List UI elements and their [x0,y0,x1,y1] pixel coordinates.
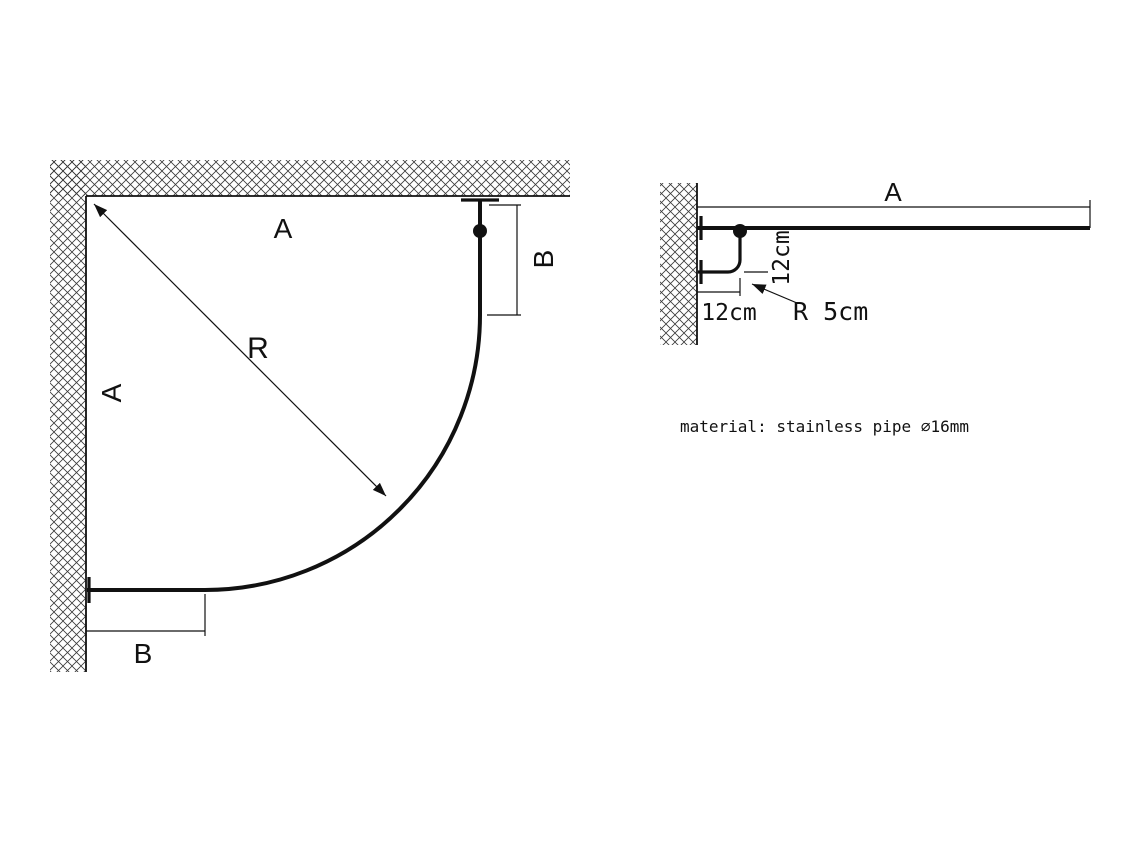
radius-label-r5: R 5cm [793,297,868,326]
dim-label-b-bottom: B [134,638,153,669]
dim-b-right-lines [487,204,521,316]
curtain-rail [87,201,482,592]
wall-inner-edges [85,195,570,672]
plan-view: A A R B B [50,160,570,672]
rail-mount-dot [473,224,487,238]
dim-b-bottom-lines [85,594,206,636]
dim-a-side-lines [697,200,1091,228]
dim-label-a-left: A [96,383,127,402]
left-wall-hatch [50,160,86,672]
dim-12h-lines [697,278,741,296]
radius-arrow [93,203,387,497]
dim-label-a-top: A [274,213,293,244]
side-view: A 12cm 12cm R 5cm [660,177,1091,345]
dim-label-a-side: A [884,177,902,207]
side-wall-hatch [660,183,697,345]
side-mount-dot [733,224,747,238]
material-note: material: stainless pipe ⌀16mm [680,417,969,436]
radius-label-r: R [247,332,269,365]
dim-label-b-right: B [528,250,559,269]
dim-label-12cm-horizontal: 12cm [701,300,756,326]
top-wall-hatch [50,160,570,196]
radius-leader-arrow [751,283,798,304]
side-bracket-arm [698,232,742,274]
dim-label-12cm-vertical: 12cm [769,230,795,285]
